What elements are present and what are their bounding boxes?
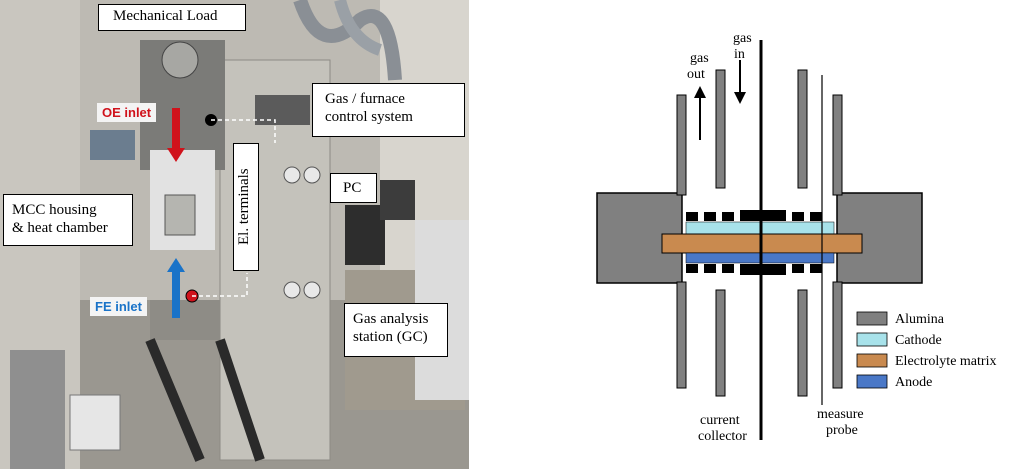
mcc-housing-label: MCC housing & heat chamber (3, 194, 133, 246)
legend-swatch-0 (856, 311, 888, 326)
gas-analysis-station-label: Gas analysis station (GC) (344, 303, 448, 357)
pc-label: PC (330, 173, 377, 203)
mcc-cell-schematic: gas out gas in current collector measure… (560, 0, 1011, 469)
measure-probe-label-1: measure (817, 407, 864, 422)
mcc-line-2: & heat chamber (12, 220, 108, 236)
legend-label-0: Alumina (895, 312, 945, 327)
legend-swatch-2 (856, 353, 888, 368)
oe-arrow-head (167, 148, 185, 162)
measure-probe-label-2: probe (826, 423, 858, 438)
gas-in-label-1: gas (733, 31, 752, 46)
legend-swatch-1 (856, 332, 888, 347)
gas-furnace-control-label: Gas / furnace control system (312, 83, 465, 137)
gas-analysis-line-2: station (GC) (353, 329, 428, 345)
fe-arrow-head (167, 258, 185, 272)
legend-label-1: Cathode (895, 333, 942, 348)
inner-tube-bottom-left (715, 289, 726, 397)
inner-tube-top-left (715, 69, 726, 189)
inner-tube-bottom-right (797, 289, 808, 397)
gas-analysis-line-1: Gas analysis (353, 311, 429, 327)
fe-inlet-label: FE inlet (90, 297, 147, 316)
gas-out-label-1: gas (690, 51, 709, 66)
test-rig-photo: Mechanical Load OE inlet Gas / furnace c… (0, 0, 469, 469)
legend-label-3: Anode (895, 375, 932, 390)
gas-furnace-line-2: control system (325, 109, 413, 125)
oe-inlet-label: OE inlet (97, 103, 157, 122)
legend-swatch-3 (856, 374, 888, 389)
outer-tube-bottom-right (832, 281, 843, 389)
current-collector-top (686, 210, 822, 221)
mcc-line-1: MCC housing (12, 202, 97, 218)
gas-out-label-2: out (687, 67, 705, 82)
current-collector-bottom (686, 264, 822, 275)
current-collector-label-1: current (700, 413, 740, 428)
mechanical-load-label: Mechanical Load (98, 4, 246, 31)
gas-furnace-line-1: Gas / furnace (325, 91, 405, 107)
el-terminals-label: El. terminals (233, 143, 259, 271)
current-collector-label-2: collector (698, 429, 747, 444)
legend-label-2: Electrolyte matrix (895, 354, 996, 369)
inner-tube-top-right (797, 69, 808, 189)
cell-schematic-svg: gas out gas in current collector measure… (596, 31, 996, 444)
gas-in-label-2: in (734, 47, 745, 62)
outer-tube-top-right (832, 94, 843, 196)
outer-tube-top-left (676, 94, 687, 196)
outer-tube-bottom-left (676, 281, 687, 389)
